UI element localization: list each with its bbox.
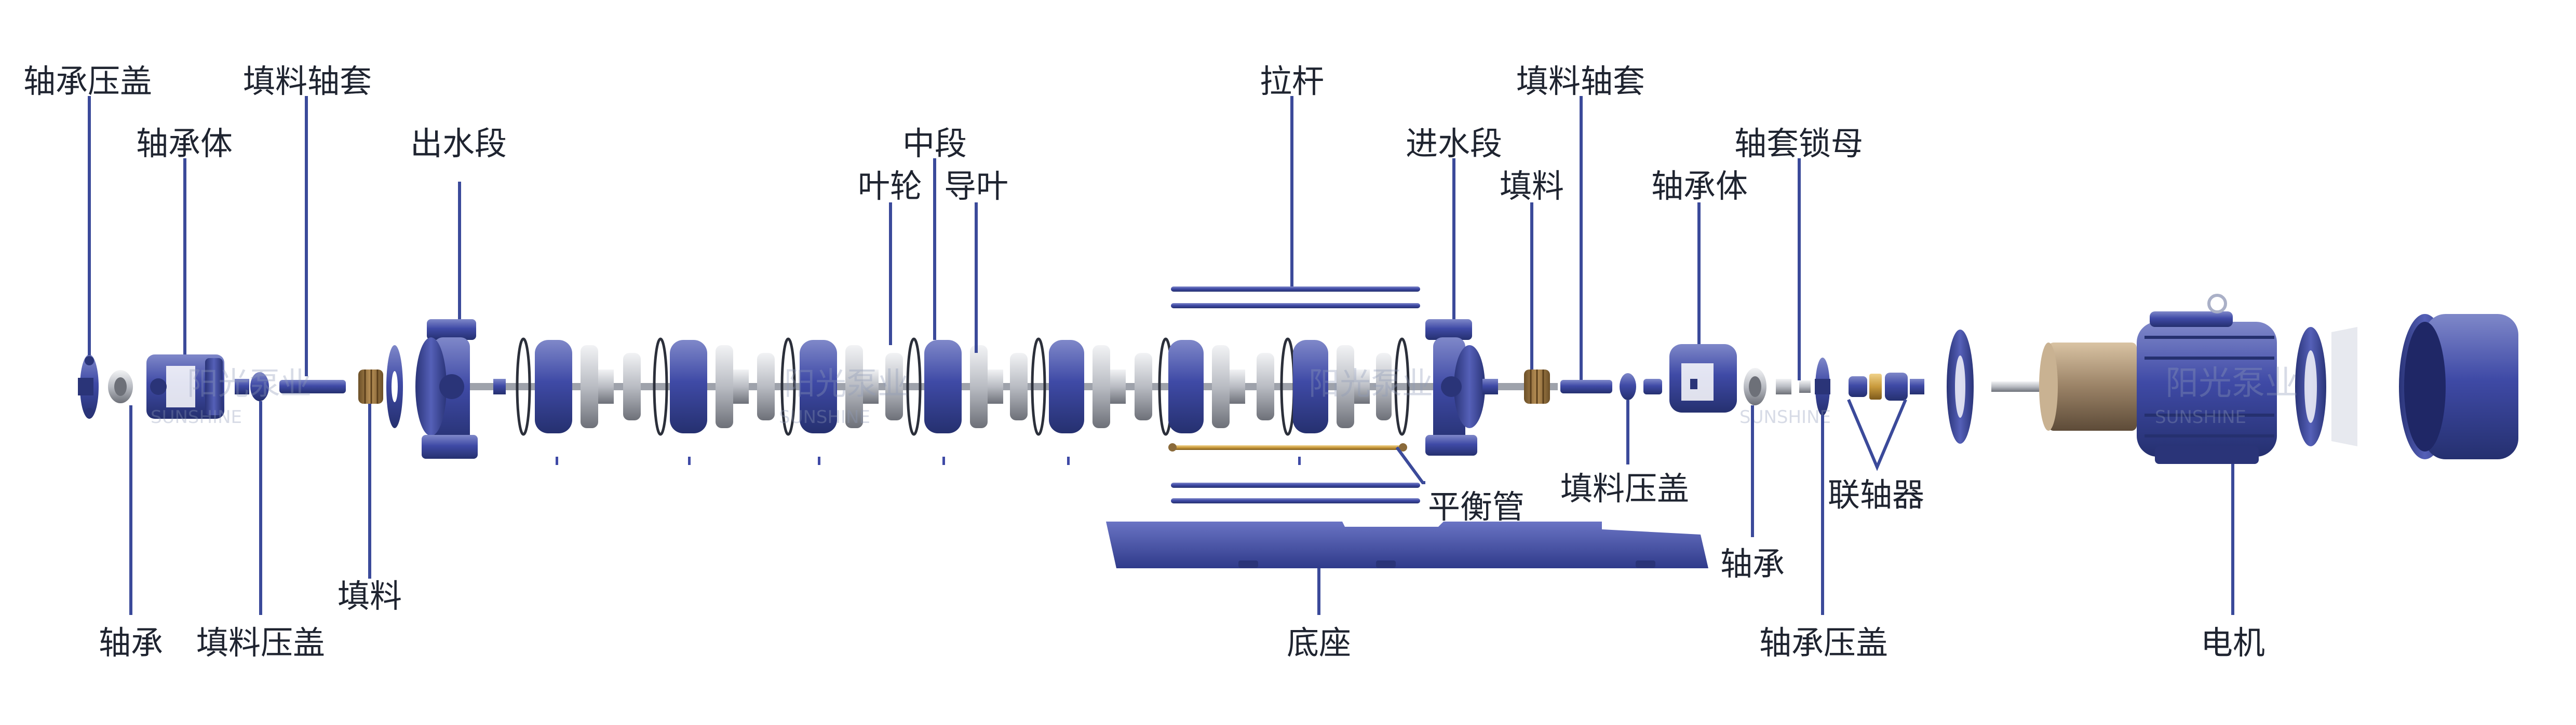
packing-gland-left-part (235, 372, 269, 401)
impeller-5 (1093, 345, 1126, 428)
packing-sleeve-left-part (279, 380, 346, 393)
motor-part (1991, 294, 2277, 464)
stage-group (516, 337, 1410, 465)
label-packing-sleeve-left: 填料轴套 (243, 62, 372, 100)
middle-section-3 (800, 340, 837, 433)
label-inlet-section: 进水段 (1406, 125, 1502, 162)
label-sleeve-nut: 轴套锁母 (1734, 125, 1863, 162)
watermark-cn: 阳光泵业 (784, 366, 909, 402)
base-part (1106, 522, 1708, 568)
impeller-3 (845, 345, 879, 428)
seal-ring-left-part (386, 345, 403, 428)
label-packing-sleeve-right: 填料轴套 (1516, 62, 1645, 100)
watermark-en: SUNSHINE (779, 407, 870, 428)
guide-vane-6 (1257, 353, 1274, 420)
bearing-right-part (1744, 368, 1791, 405)
leader-lines (88, 96, 2234, 615)
motor-flange-part (1947, 330, 1974, 444)
label-impeller: 叶轮 (858, 167, 922, 205)
impeller-6 (1212, 345, 1245, 428)
label-bearing-cover-right: 轴承压盖 (1759, 624, 1888, 662)
balance-pipe-part (1168, 443, 1407, 452)
impeller-7 (1337, 345, 1370, 428)
watermark-cn: 阳光泵业 (2165, 364, 2298, 403)
middle-section-1 (535, 340, 572, 433)
label-coupling: 联轴器 (1828, 476, 1924, 514)
middle-section-5 (1049, 340, 1084, 433)
middle-section-7 (1293, 340, 1328, 433)
label-balance-pipe: 平衡管 (1428, 488, 1525, 526)
label-middle-section: 中段 (902, 125, 967, 162)
label-bearing-left: 轴承 (99, 624, 163, 662)
label-guide-vane: 导叶 (944, 167, 1008, 205)
bearing-cover-left-part (78, 354, 99, 419)
sleeve-nut-part (1799, 380, 1811, 393)
label-bearing-body-right: 轴承体 (1651, 167, 1748, 205)
label-packing-gland-left: 填料压盖 (196, 624, 325, 662)
bearing-body-right-part (1669, 344, 1737, 413)
guide-vane-7 (1376, 353, 1392, 420)
label-bearing-cover-left: 轴承压盖 (23, 62, 152, 100)
watermark-en: SUNSHINE (2155, 407, 2246, 428)
packing-left-part (358, 370, 383, 404)
watermark-en: SUNSHINE (151, 407, 242, 428)
guide-vane-5 (1135, 353, 1152, 420)
impeller-2 (716, 345, 749, 428)
outlet-section-part (415, 319, 506, 459)
label-outlet-section: 出水段 (410, 125, 507, 162)
label-packing-right: 填料 (1500, 167, 1564, 205)
guide-vane-1 (623, 353, 641, 420)
label-motor: 电机 (2201, 624, 2265, 662)
guide-vane-4 (1010, 353, 1028, 420)
part-labels: 轴承压盖 填料轴套 轴承体 出水段 中段 叶轮 导叶 拉杆 进水段 填料轴套 填… (23, 62, 2265, 662)
label-bearing-body-left: 轴承体 (136, 125, 233, 162)
tie-rods-part (1171, 286, 1420, 503)
bearing-cover-right-part (1815, 358, 1830, 416)
watermark-cn: 阳光泵业 (187, 366, 312, 402)
motor-fan-part (2295, 327, 2357, 446)
guide-vane-3 (885, 353, 903, 420)
label-packing-gland-right: 填料压盖 (1560, 470, 1689, 508)
coupling-part (1849, 373, 1924, 401)
bearing-body-left-part (146, 354, 224, 419)
guide-vane-2 (757, 353, 775, 420)
watermark-group: 阳光泵业 SUNSHINE 阳光泵业 SUNSHINE 阳光泵业 SUNSHIN… (151, 364, 2298, 428)
label-bearing-right: 轴承 (1720, 545, 1785, 583)
inlet-section-part (1425, 319, 1498, 456)
label-packing-left: 填料 (338, 577, 402, 615)
bearing-left-part (108, 370, 133, 403)
middle-section-2 (670, 340, 707, 433)
label-tie-rod: 拉杆 (1260, 62, 1324, 100)
impeller-1 (581, 345, 614, 428)
label-base: 底座 (1287, 624, 1351, 662)
packing-gland-right-part (1620, 373, 1662, 400)
impeller-4 (970, 345, 1003, 428)
watermark-cn: 阳光泵业 (1309, 366, 1433, 402)
middle-section-6 (1168, 340, 1204, 433)
packing-sleeve-right-part (1560, 380, 1612, 393)
watermark-en: SUNSHINE (1739, 407, 1831, 428)
packing-right-part (1524, 370, 1550, 404)
middle-section-4 (924, 340, 962, 433)
motor-fan-cover-part (2399, 314, 2518, 459)
